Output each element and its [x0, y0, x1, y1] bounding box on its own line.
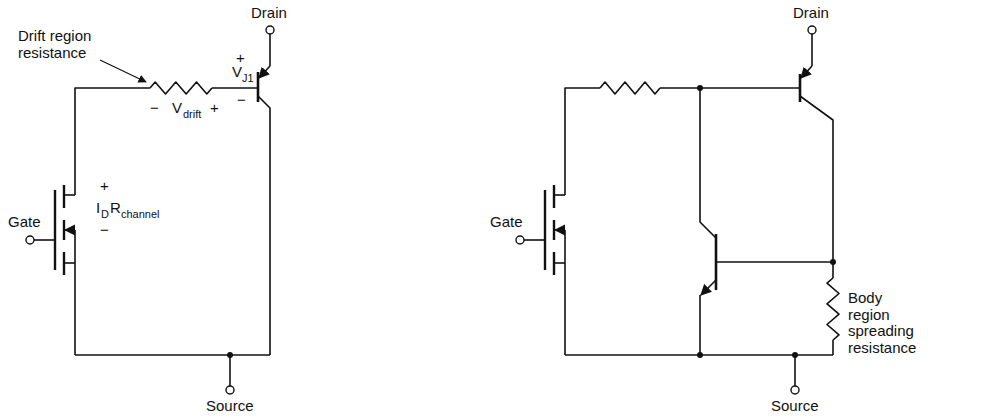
terminal-circle	[516, 236, 524, 244]
mosfet-body-arrow	[65, 229, 75, 231]
mosfet-channel	[63, 220, 65, 240]
gate-wire	[34, 239, 55, 241]
polarity-sign: −	[237, 92, 246, 109]
part-label: Body region spreading resistance	[848, 290, 926, 356]
bjt-collector	[800, 96, 833, 262]
voltage-symbol: V	[172, 100, 182, 117]
leader-arrow	[100, 60, 146, 82]
wire	[832, 262, 834, 278]
wire	[564, 230, 566, 355]
gate-wire	[524, 239, 545, 241]
subscript: J1	[242, 72, 254, 84]
resistor-symbol	[150, 82, 212, 94]
subscript: D	[101, 208, 109, 220]
mosfet-gate-plate	[54, 190, 56, 270]
bjt-base-bar	[799, 74, 802, 102]
wire	[811, 34, 813, 66]
base-wire	[212, 87, 258, 89]
terminal-label: Source	[206, 398, 254, 415]
polarity-sign: +	[210, 100, 219, 117]
wire	[269, 34, 271, 66]
polarity-sign: +	[100, 178, 109, 195]
bjt-emitter	[259, 66, 270, 78]
polarity-sign: −	[150, 100, 159, 117]
mosfet-source-stub	[554, 262, 565, 264]
wire	[75, 88, 150, 195]
bjt-collector	[700, 88, 716, 238]
terminal-circle	[808, 26, 816, 34]
terminal-circle	[791, 386, 799, 394]
terminal-label: Drain	[251, 5, 287, 22]
mosfet-drain-stub	[64, 194, 75, 196]
base-wire	[716, 261, 833, 263]
resistor-symbol	[827, 278, 839, 340]
terminal-circle	[26, 236, 34, 244]
wire	[699, 295, 701, 355]
terminal-label: Source	[771, 398, 819, 415]
mosfet-channel	[553, 185, 555, 208]
bjt-emitter	[701, 280, 716, 295]
terminal-circle	[226, 386, 234, 394]
wire	[832, 340, 834, 355]
wire	[565, 88, 600, 195]
wire	[74, 230, 76, 355]
bjt-emitter	[801, 66, 812, 78]
terminal-label: Gate	[490, 214, 523, 231]
wire	[794, 355, 796, 386]
voltage-symbol: V	[232, 64, 242, 81]
resistance-symbol: R	[110, 200, 121, 217]
polarity-sign: −	[100, 222, 109, 239]
wire	[229, 355, 231, 386]
subscript: drift	[183, 108, 201, 120]
subscript: channel	[121, 208, 160, 220]
mosfet-gate-plate	[544, 190, 546, 270]
wire	[75, 354, 270, 356]
current-symbol: I	[96, 200, 100, 217]
mosfet-channel	[63, 185, 65, 208]
mosfet-body-arrow	[555, 229, 565, 231]
junction-dot	[697, 352, 703, 358]
terminal-circle	[266, 26, 274, 34]
base-wire	[660, 87, 800, 89]
bjt-collector	[258, 96, 270, 355]
terminal-label: Gate	[8, 214, 41, 231]
terminal-label: Drain	[793, 5, 829, 22]
mosfet-source-stub	[64, 262, 75, 264]
resistor-symbol	[600, 82, 660, 94]
mosfet-drain-stub	[554, 194, 565, 196]
mosfet-channel	[553, 220, 555, 240]
part-label: Drift region resistance	[18, 28, 118, 61]
